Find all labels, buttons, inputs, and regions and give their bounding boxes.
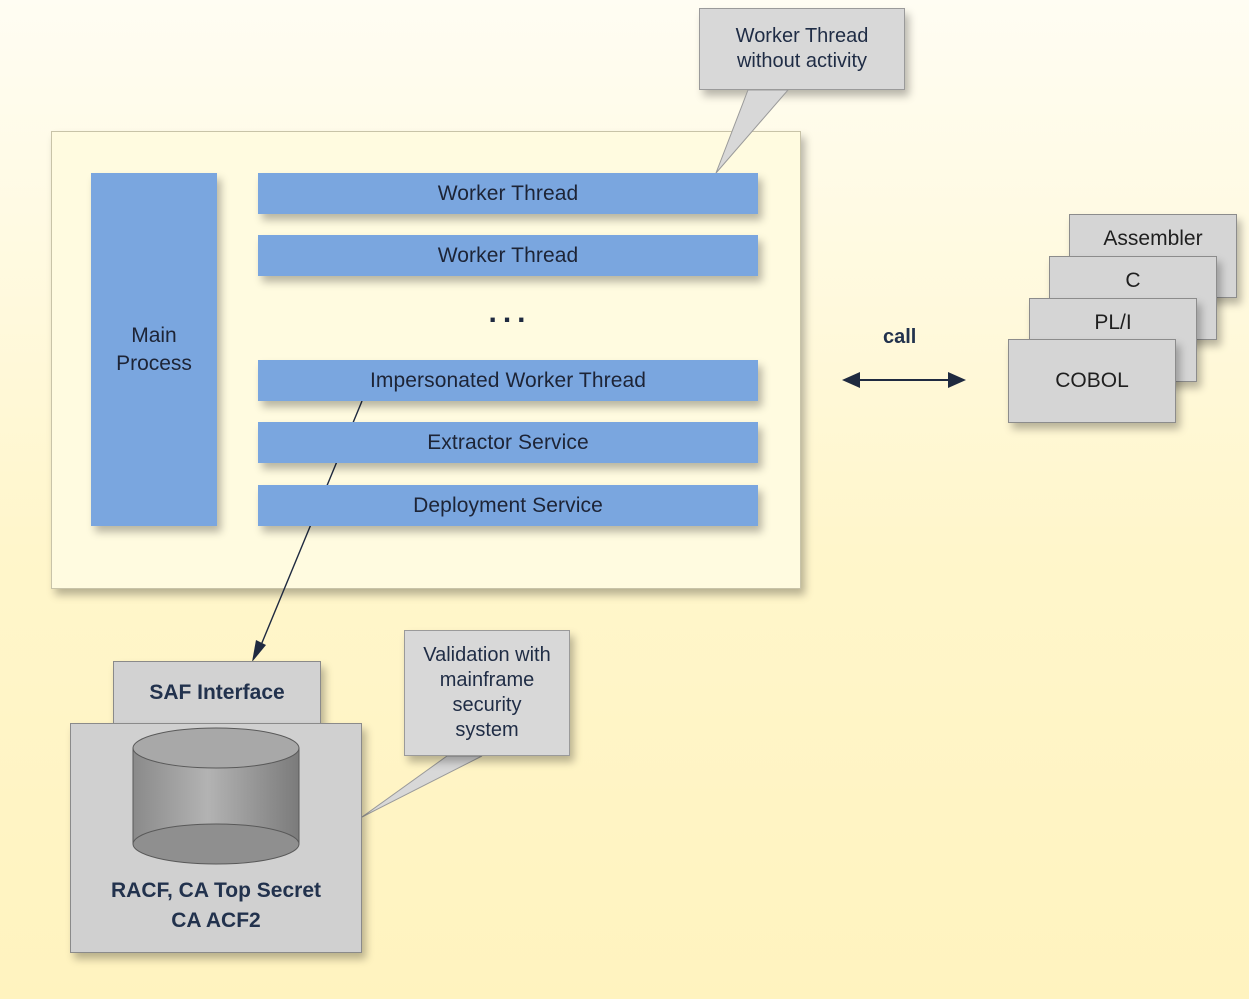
threads-ellipsis: ... — [488, 296, 532, 329]
database-cylinder-icon — [132, 727, 300, 865]
language-card-cobol: COBOL — [1008, 339, 1176, 423]
call-arrow-left-head — [842, 372, 860, 388]
callout-pointer-top — [715, 89, 790, 174]
deployment-service: Deployment Service — [258, 485, 758, 526]
call-label: call — [883, 326, 917, 348]
worker-thread-2: Worker Thread — [258, 235, 758, 276]
call-arrow-right-head — [948, 372, 966, 388]
cylinder-top — [132, 727, 300, 769]
impersonated-worker-thread: Impersonated Worker Thread — [258, 360, 758, 401]
language-label-pli: PL/I — [1094, 311, 1132, 334]
security-validation-callout: Validation with mainframe security syste… — [404, 630, 570, 756]
impersonation-arrowhead — [252, 640, 266, 662]
security-system-box: RACF, CA Top Secret CA ACF2 — [70, 723, 362, 953]
security-products-label: RACF, CA Top Secret CA ACF2 — [110, 879, 322, 932]
main-process-box: Main Process — [91, 173, 217, 526]
language-label-assembler: Assembler — [1103, 227, 1203, 250]
worker-thread-1: Worker Thread — [258, 173, 758, 214]
language-label-cobol: COBOL — [1055, 369, 1129, 392]
cylinder-bottom — [132, 823, 300, 865]
worker-thread-callout: Worker Thread without activity — [699, 8, 905, 90]
callout-pointer-security — [361, 755, 483, 818]
saf-interface-box: SAF Interface — [113, 661, 321, 724]
language-label-c: C — [1125, 269, 1141, 292]
extractor-service: Extractor Service — [258, 422, 758, 463]
